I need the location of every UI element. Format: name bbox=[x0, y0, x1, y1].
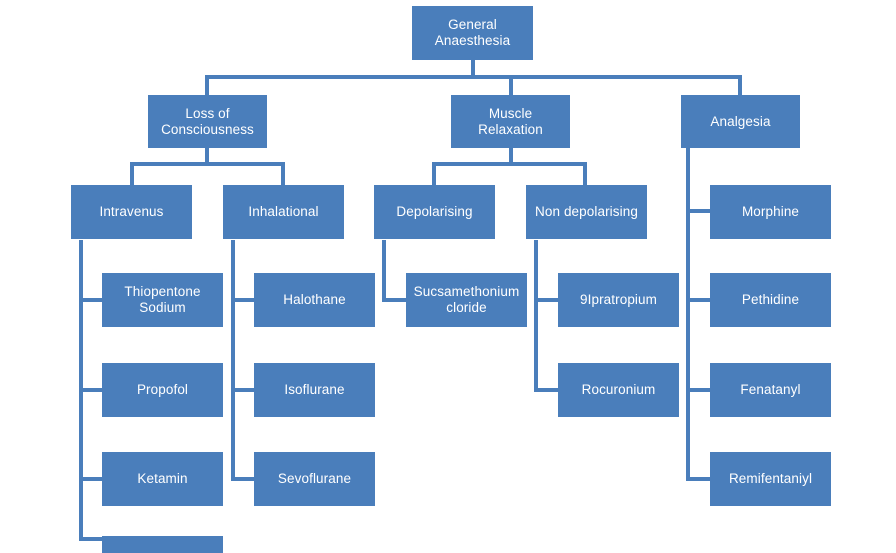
connector-drop-inhalational bbox=[281, 162, 285, 185]
connector-stub-sevoflurane bbox=[231, 477, 255, 481]
node-inhalational[interactable]: Inhalational bbox=[223, 185, 344, 239]
node-general-anaesthesia[interactable]: General Anaesthesia bbox=[412, 6, 533, 60]
connector-analgesia-spine bbox=[686, 148, 690, 481]
connector-stub-propofol bbox=[79, 388, 103, 392]
node-intravenus-extra[interactable] bbox=[102, 536, 223, 553]
node-loss-of-consciousness[interactable]: Loss of Consciousness bbox=[148, 95, 267, 148]
connector-drop-muscle-relaxation bbox=[509, 75, 513, 96]
node-sevoflurane[interactable]: Sevoflurane bbox=[254, 452, 375, 506]
connector-drop-analgesia bbox=[738, 75, 742, 96]
connector-stub-ipratropium bbox=[534, 298, 558, 302]
connector-root-bus bbox=[205, 75, 742, 79]
connector-mr-bus bbox=[432, 162, 587, 166]
node-rocuronium[interactable]: Rocuronium bbox=[558, 363, 679, 417]
connector-drop-intravenus bbox=[130, 162, 134, 185]
connector-stub-remifentaniyl bbox=[686, 477, 710, 481]
node-propofol[interactable]: Propofol bbox=[102, 363, 223, 417]
connector-stub-rocuronium bbox=[534, 388, 558, 392]
connector-stub-pethidine bbox=[686, 298, 710, 302]
node-morphine[interactable]: Morphine bbox=[710, 185, 831, 239]
node-muscle-relaxation[interactable]: Muscle Relaxation bbox=[451, 95, 570, 148]
connector-stub-morphine bbox=[686, 209, 710, 213]
node-ipratropium[interactable]: 9Ipratropium bbox=[558, 273, 679, 327]
node-intravenus[interactable]: Intravenus bbox=[71, 185, 192, 239]
node-halothane[interactable]: Halothane bbox=[254, 273, 375, 327]
connector-stub-halothane bbox=[231, 298, 255, 302]
connector-drop-loss-of-consciousness bbox=[205, 75, 209, 96]
node-analgesia[interactable]: Analgesia bbox=[681, 95, 800, 148]
connector-stub-sucsamethonium bbox=[382, 298, 406, 302]
connector-depolarising-spine bbox=[382, 240, 386, 302]
connector-stub-isoflurane bbox=[231, 388, 255, 392]
node-depolarising[interactable]: Depolarising bbox=[374, 185, 495, 239]
node-non-depolarising[interactable]: Non depolarising bbox=[526, 185, 647, 239]
connector-loc-bus bbox=[130, 162, 285, 166]
connector-inhalational-spine bbox=[231, 240, 235, 481]
connector-mr-stem bbox=[509, 148, 513, 164]
node-remifentaniyl[interactable]: Remifentaniyl bbox=[710, 452, 831, 506]
connector-drop-depolarising bbox=[432, 162, 436, 185]
connector-non-depolarising-spine bbox=[534, 240, 538, 392]
connector-stub-ketamin bbox=[79, 477, 103, 481]
node-thiopentone-sodium[interactable]: Thiopentone Sodium bbox=[102, 273, 223, 327]
node-pethidine[interactable]: Pethidine bbox=[710, 273, 831, 327]
connector-stub-thiopentone bbox=[79, 298, 103, 302]
node-ketamin[interactable]: Ketamin bbox=[102, 452, 223, 506]
connector-loc-stem bbox=[205, 148, 209, 164]
node-sucsamethonium-cloride[interactable]: Sucsamethonium cloride bbox=[406, 273, 527, 327]
connector-stub-fenatanyl bbox=[686, 388, 710, 392]
connector-stub-intravenus-extra bbox=[79, 537, 103, 541]
node-isoflurane[interactable]: Isoflurane bbox=[254, 363, 375, 417]
connector-root-stem bbox=[471, 60, 475, 78]
node-fenatanyl[interactable]: Fenatanyl bbox=[710, 363, 831, 417]
connector-drop-non-depolarising bbox=[583, 162, 587, 185]
